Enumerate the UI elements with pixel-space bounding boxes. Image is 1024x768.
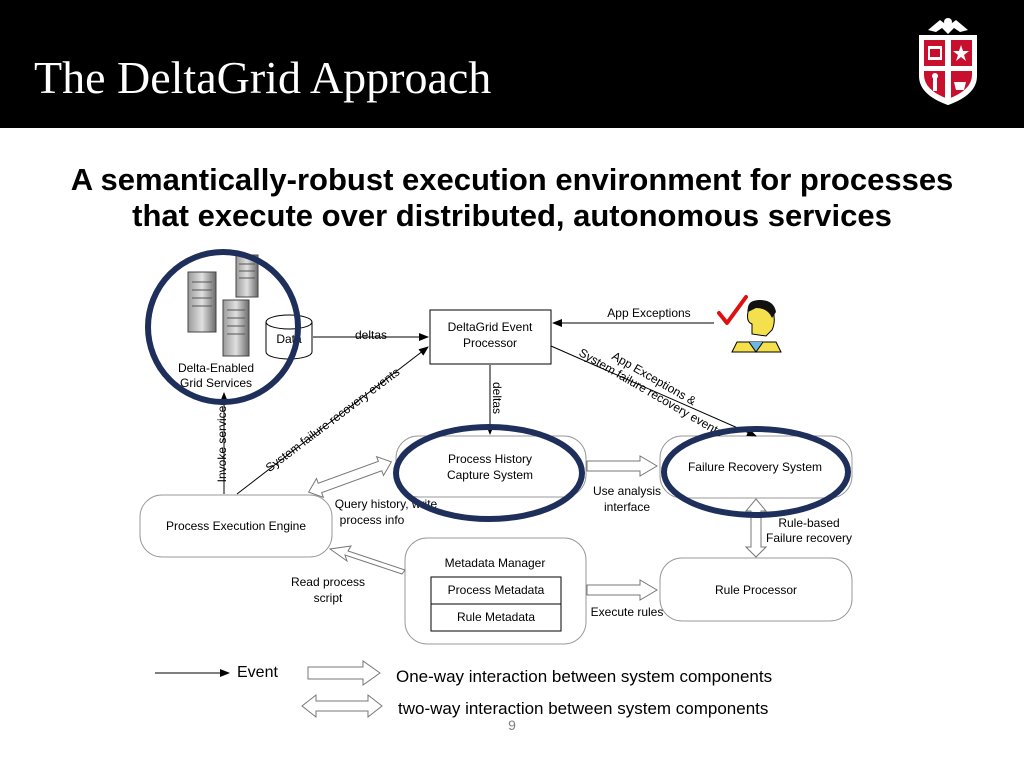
app-exceptions-label: App Exceptions — [607, 306, 690, 320]
subtitle-line-2: that execute over distributed, autonomou… — [132, 198, 892, 233]
rule-based-label-line1: Rule-based — [778, 516, 839, 530]
event-processor-box: DeltaGrid Event Processor — [429, 309, 552, 365]
title-bar: The DeltaGrid Approach — [0, 0, 1024, 128]
metadata-to-rule-processor-arrow — [586, 579, 658, 601]
delta-enabled-label-line2: Grid Services — [180, 376, 252, 390]
rule-processor-label: Rule Processor — [715, 583, 797, 597]
history-capture-label-line2: Capture System — [447, 468, 533, 482]
failure-recovery-box: Failure Recovery System — [659, 435, 853, 499]
check-mark-icon — [717, 295, 748, 325]
system-failure-events-arrow — [236, 346, 429, 495]
delta-enabled-label-line1: Delta-Enabled — [178, 361, 254, 375]
legend-two-way-arrow — [301, 693, 383, 719]
highlight-ring-failure-recovery — [661, 426, 851, 518]
execution-engine-label: Process Execution Engine — [166, 519, 306, 533]
read-process-script-arrow — [328, 545, 406, 575]
execution-engine-box: Process Execution Engine — [139, 494, 333, 558]
rule-processor-box: Rule Processor — [659, 557, 853, 622]
rule-based-label-line2: Failure recovery — [766, 531, 852, 545]
server-icon — [187, 271, 217, 333]
exceptions-to-recovery-arrow — [550, 345, 757, 437]
query-history-label-line2: process info — [340, 513, 405, 527]
event-arrows — [220, 319, 757, 495]
history-capture-label-line1: Process History — [448, 452, 532, 466]
legend-one-way-arrow — [307, 660, 381, 686]
legend-event-label: Event — [237, 664, 278, 681]
subtitle-line-1: A semantically-robust execution environm… — [70, 162, 954, 197]
legend-two-way-label: two-way interaction between system compo… — [398, 699, 768, 718]
history-to-recovery-arrow — [586, 455, 658, 477]
slide-subtitle: A semantically-robust execution environm… — [0, 162, 1024, 234]
rule-metadata-box — [430, 603, 562, 632]
use-analysis-label-line1: Use analysis — [593, 484, 661, 498]
execute-rules-label: Execute rules — [591, 605, 664, 619]
slide-title: The DeltaGrid Approach — [34, 52, 492, 103]
server-icon — [235, 254, 259, 298]
deltas-vertical-label: deltas — [490, 382, 504, 414]
metadata-manager-label: Metadata Manager — [445, 556, 546, 570]
event-processor-label-line2: Processor — [463, 336, 517, 350]
page-number: 9 — [508, 717, 516, 733]
server-cluster-icon — [187, 254, 259, 357]
engine-history-two-way-arrow — [307, 455, 393, 499]
app-exceptions-system-label-line2: System failure recovery events — [576, 345, 725, 439]
interaction-arrows — [307, 455, 768, 601]
read-process-label-line2: script — [314, 591, 343, 605]
legend-one-way-label: One-way interaction between system compo… — [396, 667, 772, 686]
university-shield-logo-icon — [919, 18, 977, 106]
invoke-services-label: Invoke services — [215, 400, 229, 483]
highlight-ring-history-capture — [393, 424, 585, 522]
server-icon — [222, 299, 250, 357]
failure-recovery-label: Failure Recovery System — [688, 460, 822, 474]
data-store-cylinder: Data — [265, 314, 313, 360]
event-processor-label-line1: DeltaGrid Event — [448, 320, 533, 334]
legend: Event One-way interaction between system… — [155, 660, 772, 719]
process-metadata-label: Process Metadata — [448, 583, 545, 597]
process-metadata-box — [430, 576, 562, 605]
deltas-label: deltas — [355, 328, 387, 342]
user-person-icon — [731, 300, 782, 353]
rule-metadata-label: Rule Metadata — [457, 610, 535, 624]
read-process-label-line1: Read process — [291, 575, 365, 589]
highlight-ring-grid-services — [145, 249, 301, 405]
use-analysis-label-line2: interface — [604, 500, 650, 514]
metadata-manager-box: Metadata Manager Process Metadata Rule M… — [404, 537, 587, 645]
recovery-rule-two-way-arrow — [744, 498, 768, 558]
highlight-rings — [145, 249, 851, 522]
history-capture-box: Process History Capture System — [395, 435, 587, 498]
